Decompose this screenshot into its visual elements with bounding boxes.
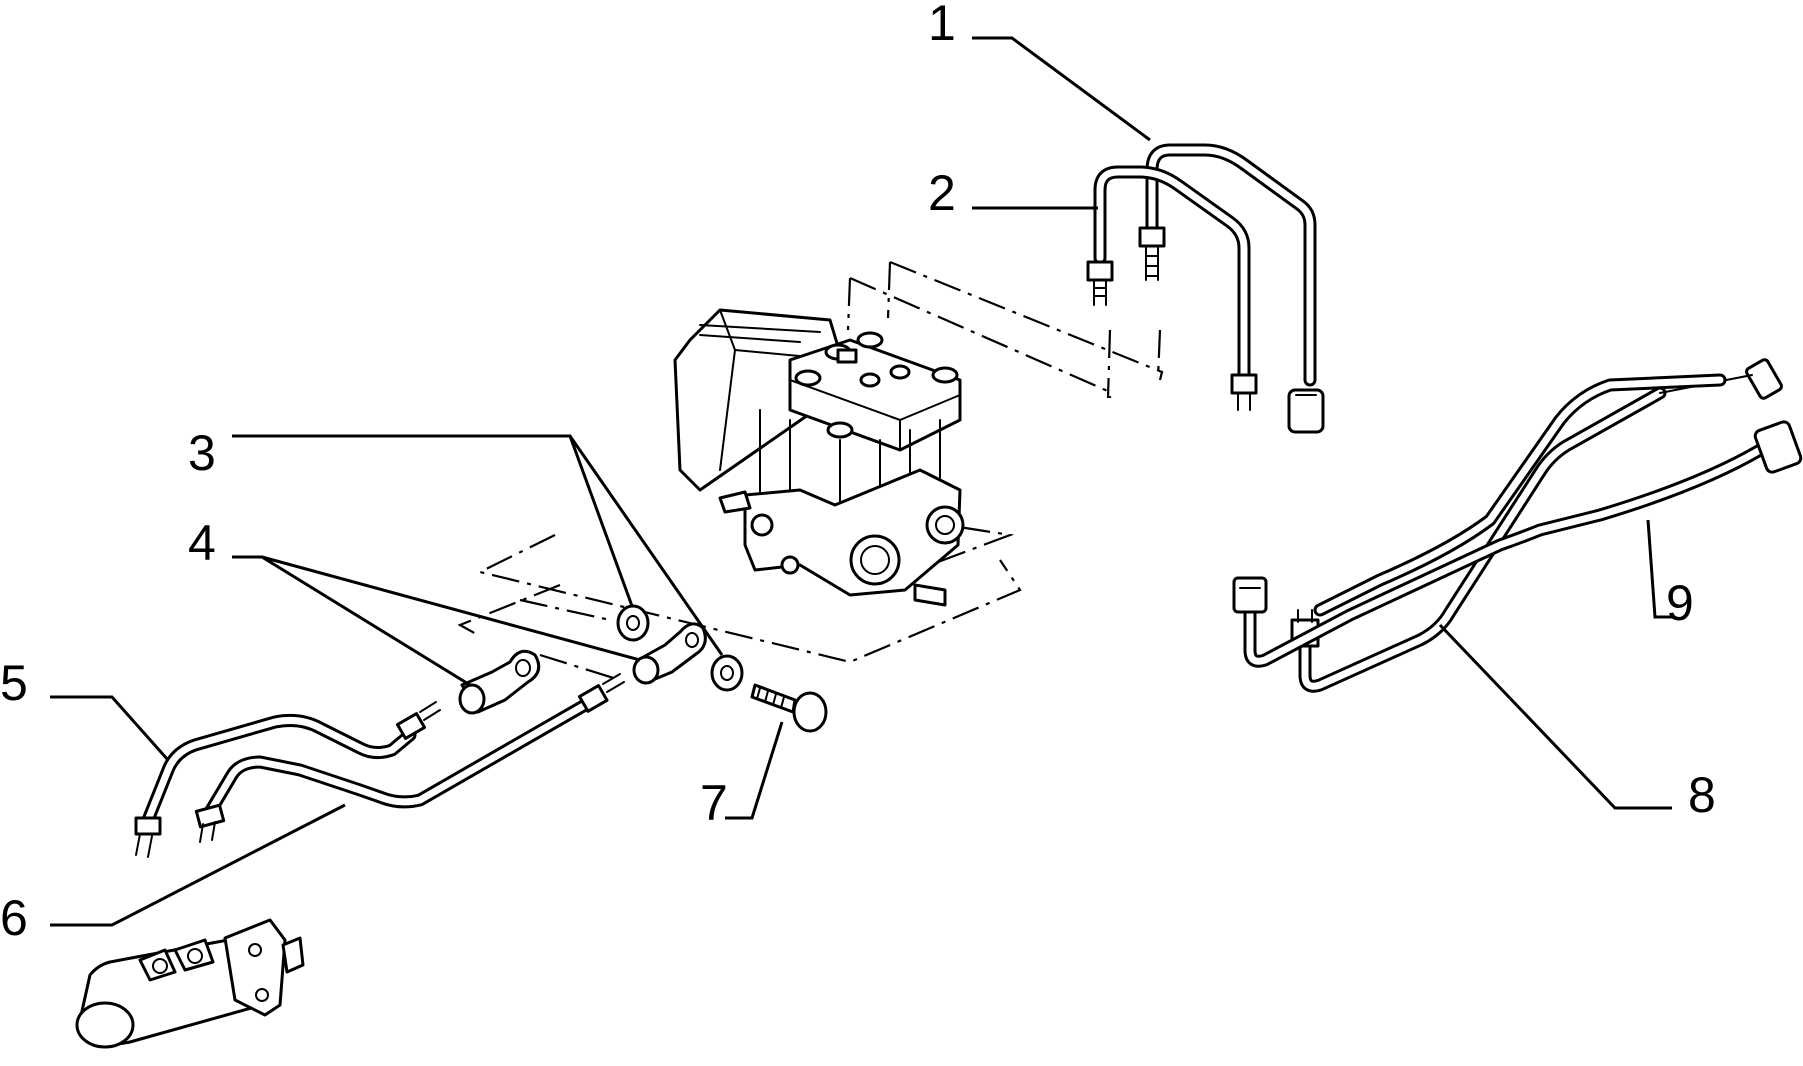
brake-pipe-9[interactable]	[1232, 373, 1803, 668]
leader-7	[725, 721, 784, 820]
leader-4a	[232, 555, 471, 687]
abs-hydraulic-unit[interactable]	[673, 308, 965, 607]
sealing-washer-b[interactable]	[710, 654, 744, 692]
brake-master-cylinder[interactable]	[75, 918, 305, 1049]
leader-lines	[50, 36, 1672, 927]
sealing-washer-a[interactable]	[616, 604, 650, 642]
brake-pipe-8[interactable]	[1290, 358, 1783, 693]
callout-1: 1	[928, 0, 956, 51]
leader-3a	[232, 434, 634, 607]
callout-2: 2	[928, 165, 956, 221]
callout-7: 7	[700, 775, 728, 831]
leader-5	[50, 695, 170, 761]
callout-5: 5	[0, 655, 28, 711]
leader-6	[50, 803, 346, 927]
callout-8: 8	[1688, 767, 1716, 823]
brake-pipe-5[interactable]	[134, 701, 441, 858]
assembly-guide-lines	[457, 260, 1164, 682]
banjo-fitting-b[interactable]	[632, 622, 707, 685]
leader-9	[1646, 519, 1672, 619]
banjo-fitting-a[interactable]	[458, 649, 541, 715]
callout-labels: 1 2 3 4 5 6 7 8 9	[0, 0, 1716, 946]
callout-3: 3	[188, 425, 216, 481]
callout-4: 4	[188, 515, 216, 571]
callout-9: 9	[1666, 575, 1694, 631]
banjo-bolt[interactable]	[750, 683, 828, 733]
leader-8	[1438, 623, 1672, 810]
callout-6: 6	[0, 890, 28, 946]
leader-4b	[261, 555, 641, 662]
brake-pipe-u-inner[interactable]	[1086, 165, 1258, 411]
brake-pipe-6[interactable]	[194, 673, 625, 843]
brake-pipe-u-outer[interactable]	[1138, 143, 1325, 434]
leader-1	[972, 36, 1151, 142]
leader-3b	[568, 435, 724, 656]
